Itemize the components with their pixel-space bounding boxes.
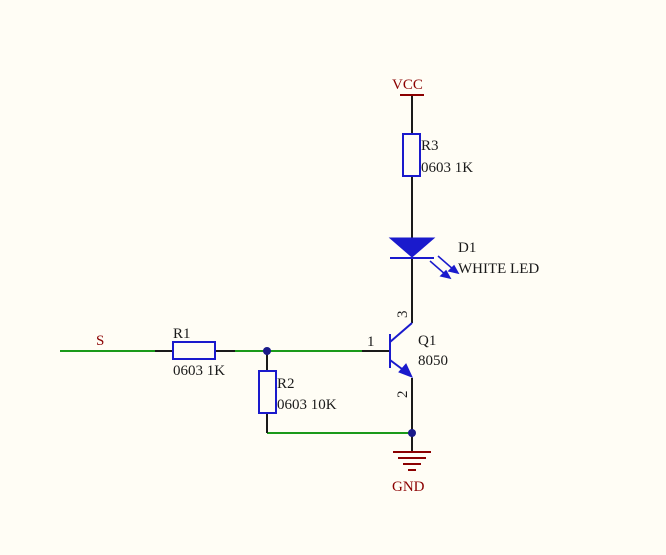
d1-value: WHITE LED (458, 261, 539, 277)
junction-base-node (263, 347, 271, 355)
q1-ref: Q1 (418, 333, 436, 349)
q1-value: 8050 (418, 353, 448, 369)
light-emission-arrows-icon (429, 255, 460, 280)
vcc-label: VCC (392, 77, 423, 93)
r1-body (172, 341, 216, 360)
r3-value: 0603 1K (421, 160, 473, 176)
q1-emitter-arrow (398, 363, 413, 378)
q1-pin-collector: 3 (395, 311, 411, 319)
q1-pin-emitter: 2 (395, 391, 411, 399)
r1-value: 0603 1K (173, 363, 225, 379)
r3-body (402, 133, 421, 177)
q1-symbol (389, 322, 413, 378)
q1-pin-base: 1 (367, 334, 375, 350)
wires (60, 350, 412, 434)
r2-ref: R2 (277, 376, 295, 392)
d1-ref: D1 (458, 240, 476, 256)
r2-value: 0603 10K (277, 397, 337, 413)
r1-ref: R1 (173, 326, 191, 342)
junction-ground-node (408, 429, 416, 437)
signal-label: S (96, 333, 104, 349)
q1-collector-line (389, 322, 413, 343)
r2-body (258, 370, 277, 414)
ground-icon (393, 451, 431, 471)
d1-symbol (388, 237, 460, 280)
r3-ref: R3 (421, 138, 439, 154)
led-triangle (388, 237, 436, 258)
gnd-label: GND (392, 479, 425, 495)
